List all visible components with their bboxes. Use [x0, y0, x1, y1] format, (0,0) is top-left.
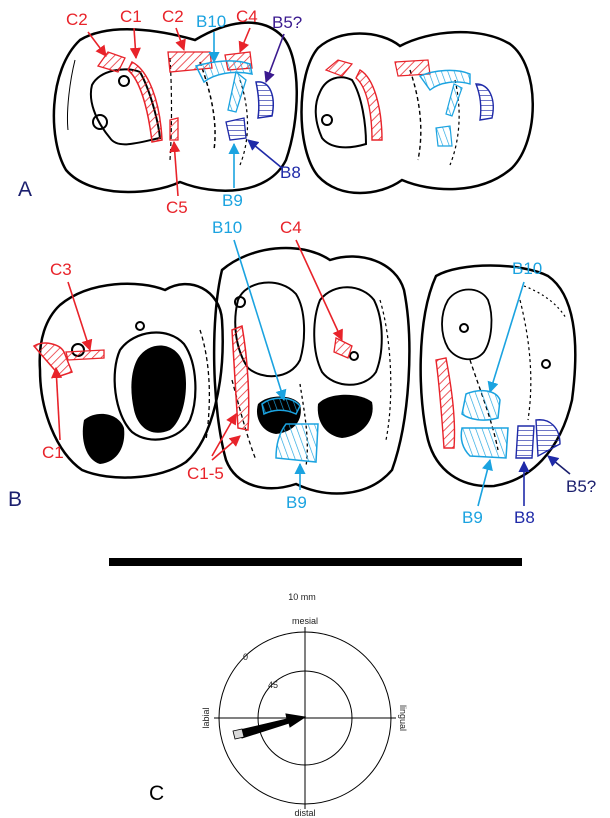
- label-a-c5: C5: [166, 198, 188, 217]
- arrow-a-c2-left: [88, 32, 106, 56]
- label-a-b10: B10: [196, 12, 226, 31]
- tooth-a-right-outline: [302, 32, 533, 193]
- facet-b-b10-right: [462, 391, 500, 420]
- tooth-b-mid-pit-2: [350, 352, 358, 360]
- tooth-b-left-pit: [136, 322, 144, 330]
- rose-label-distal: distal: [294, 808, 315, 818]
- tooth-b-left-dentine-2: [83, 414, 125, 464]
- panel-a: A C2 C1 C2 B10 C4 B5? C5 B9 B8: [18, 7, 533, 217]
- facet-b-b9-left: [276, 424, 318, 462]
- arrow-a-c4: [240, 28, 250, 52]
- facet-b-c3: [66, 350, 104, 360]
- facet-b-c1-5: [232, 326, 249, 430]
- facet-a2-c2-left: [326, 60, 352, 76]
- rose-label-lingual: lingual: [398, 705, 408, 731]
- facet-b-right-c: [436, 358, 455, 448]
- label-b-c4: C4: [280, 218, 302, 237]
- tooth-a-left-crest-2: [170, 58, 172, 160]
- arrow-b-c1: [56, 368, 60, 440]
- label-a-c2-right: C2: [162, 7, 184, 26]
- rose-label-mesial: mesial: [292, 616, 318, 626]
- tooth-b-mid-dentine-2: [318, 395, 373, 438]
- tooth-a-right-cusp: [316, 77, 366, 147]
- tooth-a-right-crest: [410, 70, 421, 160]
- arrow-a-c5: [174, 142, 178, 196]
- label-b-b10-right: B10: [512, 259, 542, 278]
- facet-a-b9: [226, 118, 246, 140]
- facet-b-b5: [536, 420, 560, 456]
- facet-b-c4: [334, 338, 352, 358]
- arrow-b-b5: [548, 456, 570, 474]
- facet-a-c1: [128, 62, 162, 142]
- facet-a2-c1: [356, 70, 382, 140]
- facet-a2-b10: [420, 70, 470, 90]
- facet-a-c5: [170, 118, 178, 140]
- label-a-b9: B9: [222, 191, 243, 210]
- tooth-b-left-dentine-1: [131, 345, 186, 432]
- panel-c-label: C: [149, 782, 164, 805]
- tooth-a-right-pit: [322, 115, 332, 125]
- facet-b-b8: [516, 426, 534, 458]
- arrow-b-b10-right: [490, 282, 524, 392]
- label-a-b5: B5?: [272, 13, 302, 32]
- rose-tick-0: 0: [243, 652, 248, 662]
- rose-label-labial: labial: [201, 707, 211, 728]
- label-b-b10-left: B10: [212, 218, 242, 237]
- panel-a-label: A: [18, 178, 32, 201]
- tooth-b-right-crest-2: [520, 300, 531, 420]
- label-b-b8: B8: [514, 508, 535, 527]
- tooth-b-left-crest: [200, 330, 209, 440]
- arrow-a-c1: [134, 28, 136, 58]
- scale-bar-line: [109, 558, 522, 566]
- label-a-c1: C1: [120, 7, 142, 26]
- label-b-c1: C1: [42, 443, 64, 462]
- panel-b-label: B: [8, 488, 22, 511]
- scale-bar-label: 10 mm: [288, 592, 316, 602]
- facet-a2-b9: [436, 126, 452, 146]
- arrow-a-c2-right: [176, 28, 184, 50]
- tooth-a-left-pit: [119, 76, 129, 86]
- label-b-c1-5: C1-5: [187, 464, 224, 483]
- facet-a-b8: [256, 82, 273, 118]
- arrow-a-b8: [248, 140, 282, 168]
- tooth-b-mid-crest-3: [380, 300, 391, 440]
- scale-bar: 10 mm: [109, 558, 522, 602]
- label-b-b9-right: B9: [462, 508, 483, 527]
- tooth-b-right-pit-2: [542, 360, 550, 368]
- label-a-b8: B8: [280, 163, 301, 182]
- rose-diagram: mesial distal labial lingual 0 45 C: [149, 616, 408, 818]
- arrow-b-b9-right: [478, 460, 490, 506]
- tooth-b-right-ridge: [524, 286, 566, 318]
- label-b-c3: C3: [50, 260, 72, 279]
- tooth-a-left-ridge: [67, 60, 75, 130]
- rose-tick-45: 45: [268, 680, 278, 690]
- panel-b: B C3 C1 B10 C4 C1-5 B9 B10 B5? B9 B8: [8, 218, 596, 527]
- label-b-b9-left: B9: [286, 493, 307, 512]
- facet-b-b9-right: [461, 428, 508, 458]
- label-b-b5: B5?: [566, 477, 596, 496]
- facet-a2-b8: [476, 84, 493, 120]
- arrow-a-b5: [266, 34, 284, 82]
- rose-arrow-tail: [233, 729, 244, 739]
- label-a-c2-left: C2: [66, 10, 88, 29]
- label-a-c4: C4: [236, 7, 258, 26]
- tooth-b-right-pit: [460, 324, 468, 332]
